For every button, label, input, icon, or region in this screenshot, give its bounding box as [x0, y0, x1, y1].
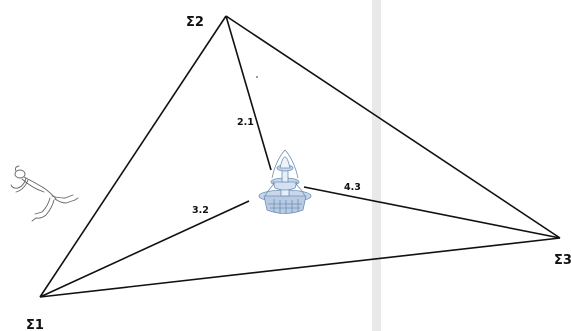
triangle-edges — [40, 16, 560, 297]
distance-label-v1: 3.2 — [192, 205, 209, 216]
vertical-divider — [372, 0, 381, 331]
edge-v1-v3 — [40, 238, 560, 297]
vertex-label-v1: Σ1 — [26, 318, 44, 331]
vertex-label-v3: Σ3 — [554, 253, 571, 268]
distance-label-v3: 4.3 — [344, 182, 361, 193]
distance-lines — [40, 16, 560, 297]
fountain-icon — [259, 150, 311, 214]
running-person-sketch — [11, 166, 78, 221]
stray-dot — [256, 76, 258, 78]
distance-label-v2: 2.1 — [237, 117, 254, 128]
vertex-label-v2: Σ2 — [186, 15, 204, 30]
line-v2-center — [226, 16, 271, 170]
